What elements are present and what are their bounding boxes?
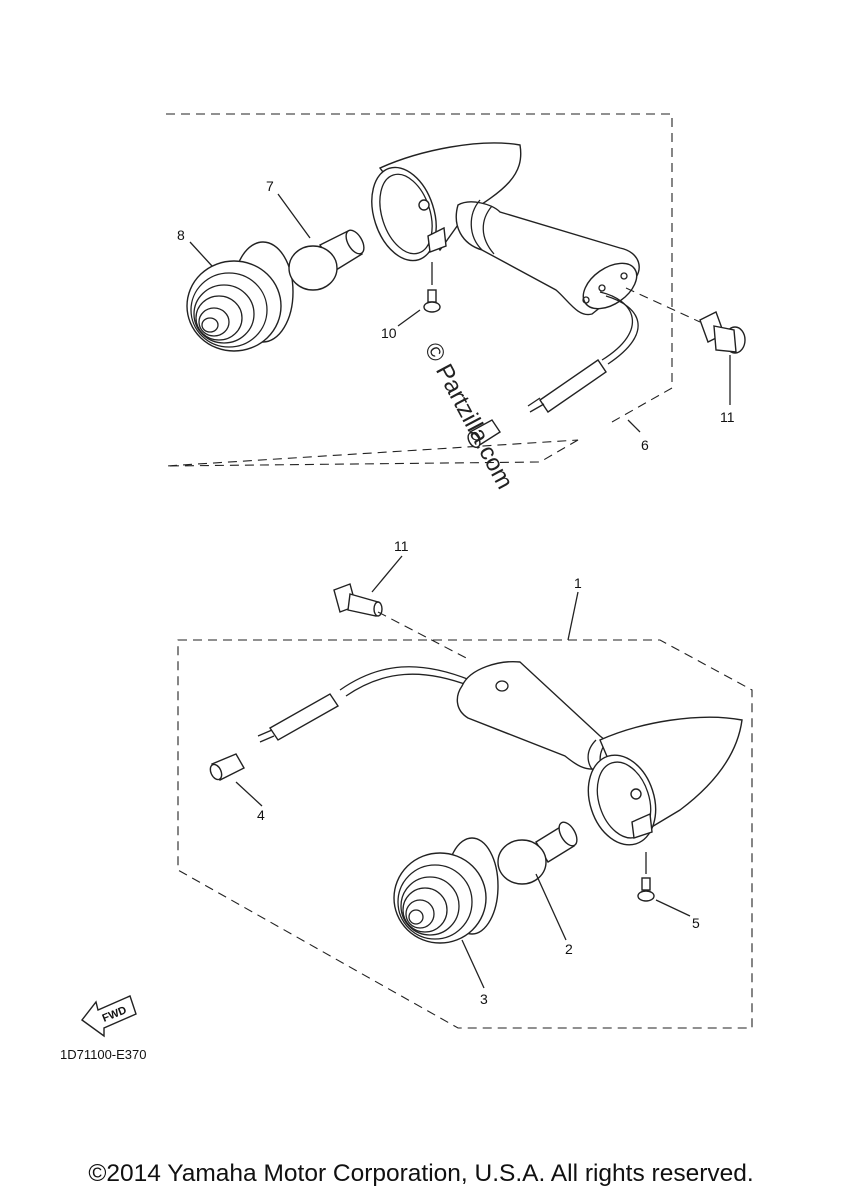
forward-arrow-icon: FWD [81,995,137,1038]
lens-part-8[interactable] [186,241,294,352]
callout-1: 1 [574,575,582,591]
screw-part-5[interactable] [637,852,655,902]
diagram-code: 1D71100-E370 [60,1047,147,1062]
callout-3: 3 [480,991,488,1007]
upper-leader-lines [189,193,731,433]
upper-assembly-group: 7 8 10 11 6 © Partzilla.com [165,113,746,494]
watermark-text: © Partzilla.com [419,338,519,493]
wire-harness-part-6[interactable] [466,291,639,449]
screw-part-10[interactable] [423,262,441,313]
callout-5: 5 [692,915,700,931]
callout-8: 8 [177,227,185,243]
callout-7: 7 [266,178,274,194]
lens-part-3[interactable] [393,837,499,944]
bolt-part-11-lower[interactable] [333,583,471,661]
lower-assembly-group: 11 1 4 5 2 3 [177,538,753,1029]
wire-harness-lower [257,666,471,743]
callout-4: 4 [257,807,265,823]
upper-assembly-boundary [165,113,673,467]
flasher-housing-upper [371,142,640,316]
copyright-notice: ©2014 Yamaha Motor Corporation, U.S.A. A… [88,1160,754,1187]
lower-leader-lines [235,555,691,989]
bolt-part-11-upper[interactable] [625,287,746,354]
callout-11-upper: 11 [720,409,735,425]
callout-11-lower: 11 [394,538,409,554]
callout-6: 6 [641,437,649,453]
bulb-part-7[interactable] [288,227,368,291]
callout-2: 2 [565,941,573,957]
callout-10: 10 [381,325,397,341]
lower-assembly-boundary [177,639,753,1029]
flasher-housing-lower [456,661,743,846]
bulb-part-2[interactable] [497,819,581,885]
connector-part-4[interactable] [208,753,245,781]
